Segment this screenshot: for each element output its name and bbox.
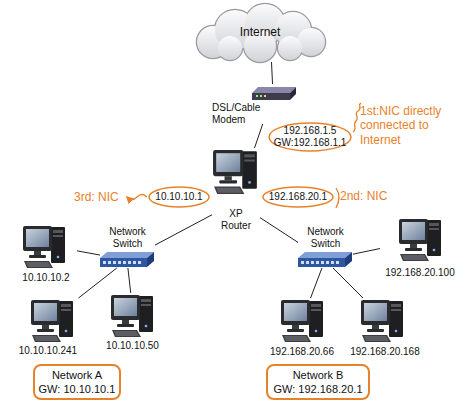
node-label: 10.10.10.2 <box>15 272 77 284</box>
annotation-label: 1st:NIC directly connected to Internet <box>360 104 458 147</box>
node-label: Internet <box>185 26 335 40</box>
network-switch: Network Switch <box>100 226 155 268</box>
pc-icon <box>361 300 403 342</box>
node-label: 10.10.10.50 <box>100 340 165 352</box>
pc-icon <box>23 226 65 268</box>
node-label: 192.168.20.66 <box>262 346 342 358</box>
leader-bracket <box>336 188 339 208</box>
node-label: 192.168.20.100 <box>380 267 460 279</box>
pc-icon <box>31 300 73 342</box>
router-pc-icon <box>213 150 257 194</box>
annotation-label: 3rd: NIC <box>74 190 122 204</box>
node-label: DSL/Cable Modem <box>212 102 262 125</box>
pc-icon <box>111 295 153 337</box>
network-box: Network BGW: 192.168.20.1 <box>266 364 370 400</box>
node-label: 192.168.20.1 <box>262 191 334 203</box>
node-label: GW: 10.10.10.1 <box>35 383 119 396</box>
router-pc: XP Router <box>212 148 260 232</box>
node-label: Network A <box>35 369 119 382</box>
network-link <box>260 218 298 243</box>
internet-cloud: Internet <box>185 2 335 62</box>
network-link <box>79 268 117 298</box>
network-link <box>272 62 273 84</box>
workstation: 10.10.10.2 <box>15 222 77 286</box>
node-label: Network Switch <box>298 226 353 249</box>
leader-arrow <box>127 195 147 200</box>
network-link <box>155 215 212 245</box>
node-label: 10.10.10.241 <box>12 345 84 357</box>
network-link <box>311 268 322 298</box>
ip-callout-oval: 192.168.20.1 <box>262 186 334 208</box>
node-label: Network B <box>268 369 368 382</box>
workstation: 10.10.10.50 <box>100 293 165 353</box>
node-label: GW: 192.168.20.1 <box>268 383 368 396</box>
node-label: XP Router <box>216 208 256 231</box>
workstation: 10.10.10.241 <box>12 298 84 354</box>
workstation: 192.168.20.66 <box>262 298 342 360</box>
network-link <box>128 268 131 293</box>
node-label: 192.168.20.168 <box>345 346 425 358</box>
node-label: 192.168.1.5 <box>268 125 352 137</box>
network-box: Network AGW: 10.10.10.1 <box>33 364 121 400</box>
network-link <box>255 124 263 148</box>
network-link <box>353 249 380 255</box>
workstation: 192.168.20.168 <box>345 298 425 360</box>
annotation-label: 2nd: NIC <box>340 189 395 203</box>
switch-icon <box>100 252 154 267</box>
pc-icon <box>281 300 323 342</box>
ip-callout-oval: 192.168.1.5GW:192.168.1.1 <box>268 122 352 152</box>
ip-callout-oval: 10.10.10.1 <box>148 186 210 208</box>
node-label: 10.10.10.1 <box>148 191 210 203</box>
modem-icon <box>252 87 296 100</box>
workstation: 192.168.20.100 <box>380 215 460 285</box>
switch-icon <box>298 252 352 267</box>
pc-icon <box>399 219 441 261</box>
network-link <box>77 251 100 255</box>
network-switch: Network Switch <box>298 226 353 268</box>
node-label: GW:192.168.1.1 <box>268 137 352 149</box>
cable-modem: DSL/Cable Modem <box>212 84 298 124</box>
node-label: Network Switch <box>100 226 155 249</box>
leader-squiggle <box>353 103 361 132</box>
network-link <box>333 268 363 298</box>
